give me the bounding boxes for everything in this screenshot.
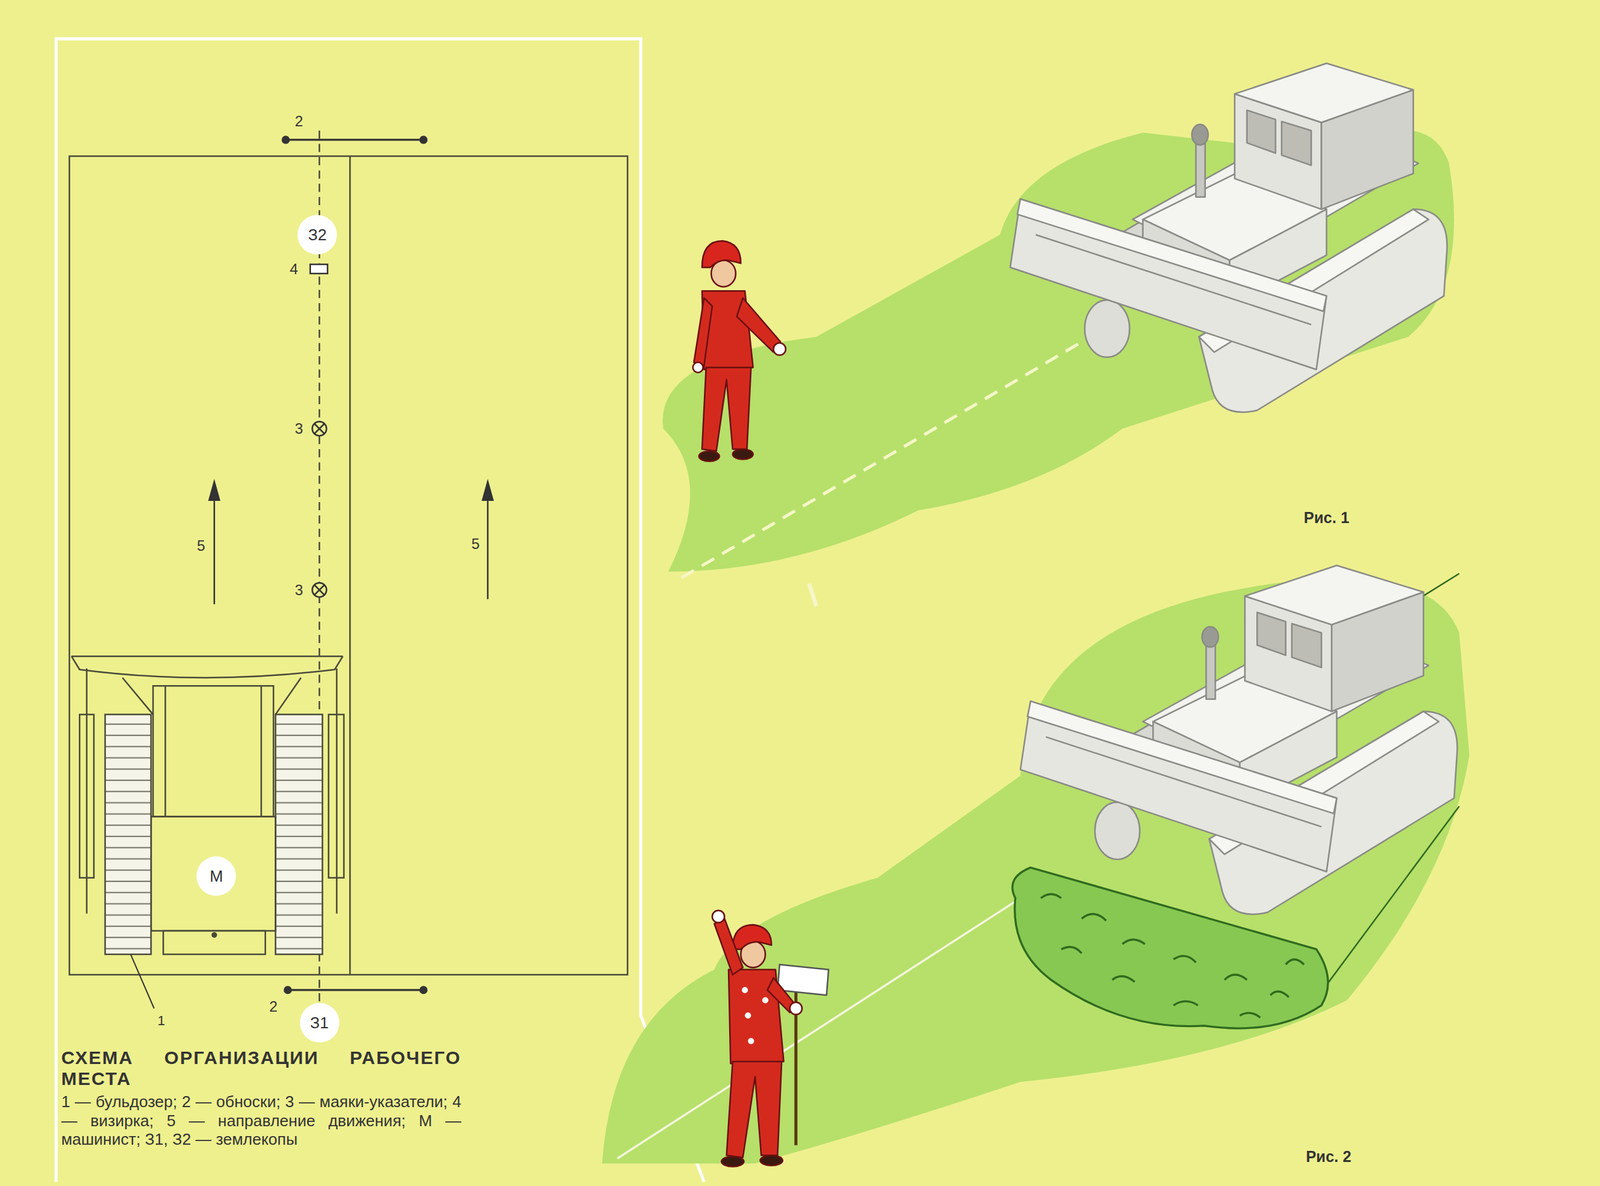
marker-symbol (314, 423, 325, 435)
direction-arrow (213, 495, 215, 605)
callout-number: 2 (294, 113, 304, 129)
figure-label: Рис. 2 (1305, 1148, 1352, 1164)
worker-figure (777, 964, 829, 996)
callout-number: 4 (289, 261, 298, 277)
person-circle: З2 (297, 214, 337, 255)
bulldozer-plan (150, 816, 276, 931)
worker-figure (692, 362, 704, 373)
direction-arrow (482, 481, 494, 501)
guide-line (681, 341, 1083, 578)
site-plan (69, 130, 628, 1012)
worker-figure (712, 910, 725, 923)
leader-line (130, 953, 154, 1009)
bulldozer-plan (212, 932, 217, 937)
site-plan (69, 155, 628, 975)
caption-block: СХЕМА ОРГАНИЗАЦИИ РАБОЧЕГО МЕСТА1 — буль… (60, 1046, 462, 1149)
worker-figure (736, 298, 781, 353)
callout-number: 5 (471, 536, 480, 552)
worker-figure (714, 918, 743, 975)
offset-board (282, 136, 289, 143)
soil-heap (1012, 867, 1328, 1028)
panel-border (56, 38, 704, 1182)
leader-line (130, 953, 154, 1009)
worker-figure (745, 1011, 752, 1019)
worker-figure (732, 448, 754, 460)
worker-figure (694, 298, 713, 366)
figure-label: Рис. 1 (1303, 509, 1350, 526)
worker-figure (698, 450, 720, 462)
diagram-caption: 1 — бульдозер; 2 — обноски; 3 — маяки-ук… (60, 1091, 462, 1149)
bulldozer-figure (1010, 63, 1458, 914)
sighting-board (310, 264, 328, 274)
marker-symbol (312, 421, 327, 436)
guide-line (617, 341, 1459, 1158)
soil-heap (1012, 867, 1328, 1028)
worker-figure (759, 1154, 783, 1166)
soil-heap (1040, 893, 1304, 1017)
worker-figure (789, 1002, 802, 1015)
site-plan (349, 155, 351, 975)
offset-board (287, 988, 424, 991)
callout-number: 2 (269, 998, 278, 1014)
direction-arrow (209, 481, 220, 501)
offset-board (285, 138, 424, 141)
guide-line (809, 583, 817, 607)
direction-arrow (209, 481, 494, 605)
guide-line (617, 897, 1020, 1158)
worker-figure (702, 240, 741, 268)
callout-number: 3 (294, 582, 304, 598)
person-circle: З1 (299, 1002, 340, 1043)
offset-board (284, 986, 291, 993)
worker-figure (692, 240, 829, 1167)
worker-figure (702, 367, 752, 451)
worker-figure (726, 1061, 782, 1158)
bulldozer-plan (71, 655, 344, 678)
bulldozer-figure (1020, 565, 1458, 914)
worker-figure (742, 986, 749, 993)
node-text: З2 (307, 226, 327, 243)
worker-figure (762, 997, 769, 1004)
offset-board (420, 136, 427, 143)
diagram-title: СХЕМА ОРГАНИЗАЦИИ РАБОЧЕГО МЕСТА (60, 1046, 462, 1090)
direction-arrow (487, 495, 489, 599)
bulldozer-figure (1010, 63, 1447, 413)
person-circle: М (196, 856, 236, 896)
worker-figure (773, 343, 786, 356)
marker-symbol (312, 582, 327, 597)
bulldozer-plan (275, 714, 323, 954)
sighting-board (310, 264, 328, 274)
bulldozer-plan (71, 655, 344, 954)
bulldozer-plan (153, 685, 275, 817)
bulldozer-plan (165, 685, 262, 817)
worker-figure (721, 1155, 744, 1167)
callout-number: 5 (197, 538, 206, 554)
worker-figure (732, 924, 772, 950)
worker-figure (747, 1037, 754, 1044)
node-text: З1 (310, 1014, 329, 1031)
offset-board (420, 986, 427, 993)
marker-symbol (312, 421, 327, 597)
callout-number: 3 (294, 421, 304, 437)
node-text: М (209, 867, 223, 884)
bulldozer-plan (163, 930, 266, 954)
callout-number: 1 (157, 1013, 166, 1028)
panel-border (56, 38, 704, 1182)
marker-symbol (314, 584, 325, 595)
bulldozer-plan (105, 714, 152, 954)
